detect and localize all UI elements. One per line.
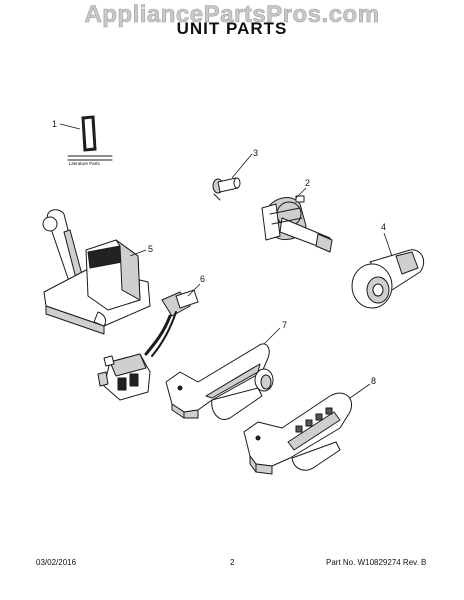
- leader-2: [295, 187, 307, 199]
- callout-4[interactable]: 4: [381, 222, 386, 232]
- part-3-push-pin-icon[interactable]: [212, 177, 241, 201]
- part-6-wire-harness-switch-icon[interactable]: [97, 289, 199, 401]
- part-2-actuator-lever-icon[interactable]: [261, 195, 333, 253]
- leader-4: [383, 232, 393, 257]
- callout-5[interactable]: 5: [148, 244, 153, 254]
- leader-1: [59, 123, 81, 130]
- callout-6[interactable]: 6: [200, 274, 205, 284]
- leader-6: [187, 283, 201, 297]
- watermark-text: AppliancePartsPros.com: [84, 1, 380, 29]
- leader-5: [129, 249, 147, 257]
- footer-part-number: Part No. W10829274 Rev. B: [326, 558, 427, 567]
- footer-page-number: 2: [230, 558, 235, 567]
- callout-1[interactable]: 1: [52, 119, 57, 129]
- part-1-label: Literature Parts: [69, 161, 101, 166]
- callout-8[interactable]: 8: [371, 376, 376, 386]
- callout-2[interactable]: 2: [305, 178, 310, 188]
- callout-3[interactable]: 3: [253, 148, 258, 158]
- leader-3: [231, 153, 253, 179]
- part-7-dispenser-arm-icon[interactable]: [165, 343, 274, 420]
- part-5-dispenser-housing-icon[interactable]: [42, 209, 151, 335]
- leader-7: [263, 327, 281, 345]
- part-1-literature-booklet-icon[interactable]: Literature Parts: [67, 115, 113, 166]
- part-4-paddle-wheel-icon[interactable]: [351, 249, 425, 309]
- leader-8: [349, 383, 371, 399]
- footer-date: 03/02/2016: [36, 558, 77, 567]
- page-title: UNIT PARTS: [176, 19, 288, 38]
- callout-7[interactable]: 7: [282, 320, 287, 330]
- part-8-lever-bracket-icon[interactable]: [243, 392, 352, 475]
